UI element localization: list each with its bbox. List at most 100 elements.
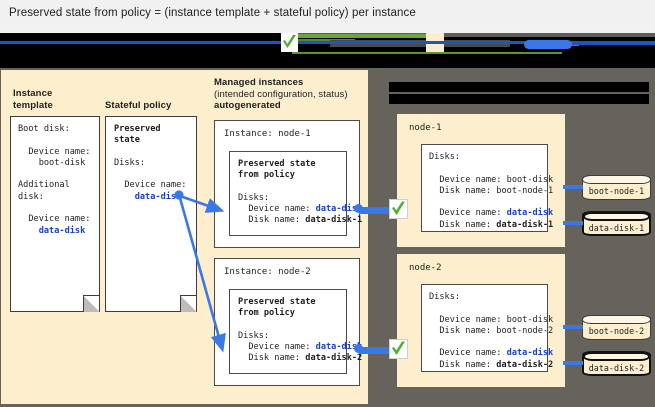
- connector-dot-node-2: [354, 344, 363, 353]
- sp-title2: state: [114, 135, 140, 146]
- n1-bkl: Disk name:: [439, 185, 492, 196]
- disk-label: boot-node-2: [588, 326, 645, 336]
- i2-dkv: data-disk-2: [305, 353, 363, 364]
- note-fold-corner: [83, 295, 100, 312]
- it-l7: disk:: [18, 191, 44, 202]
- disk-volume-boot-node-2: boot-node-2: [582, 315, 651, 340]
- node-disks-body-node-1: Disks: Device name: boot-disk Disk name:…: [429, 152, 553, 231]
- i1-dkv: data-disk-1: [305, 215, 363, 226]
- n2-bdl: Device name:: [439, 314, 502, 325]
- i2-t2: from policy: [238, 308, 295, 319]
- node-panel-node-2: node-2 Disks: Device name: boot-disk Dis…: [397, 254, 565, 387]
- n1-disks: Disks:: [429, 152, 461, 162]
- it-l6: Additional: [18, 180, 70, 191]
- instance-template-body: Boot disk: Device name: boot-disk Additi…: [18, 124, 90, 237]
- n2-ddv: data-disk: [506, 348, 554, 359]
- node-panel-node-1: node-1 Disks: Device name: boot-disk Dis…: [397, 114, 565, 247]
- policy-to-instance-arrows: [174, 190, 226, 353]
- banner-bottom-fill: [0, 54, 655, 68]
- preserved-state-card-node-1: Preserved state from policy Disks: Devic…: [229, 151, 362, 236]
- n1-bdv: boot-disk: [506, 174, 554, 185]
- banner-green-bar-3: [292, 52, 562, 54]
- banner-grey-bar-1: [287, 33, 655, 37]
- stateful-policy-body: Preserved state Disks: Device name: data…: [114, 124, 186, 203]
- mi-line2: (intended configuration, status): [214, 88, 348, 100]
- green-check-icon-node-2: [389, 339, 408, 359]
- sp-title1: Preserved: [114, 124, 161, 134]
- n1-bdl: Device name:: [439, 174, 502, 185]
- node-disks-body-node-2: Disks: Device name: boot-disk Disk name:…: [429, 292, 553, 371]
- n2-ddl: Device name:: [439, 348, 502, 359]
- banner-green-bar-1: [292, 34, 432, 38]
- instance-label-node-2: Instance: node-2: [224, 267, 311, 277]
- n2-dkl: Disk name:: [439, 359, 492, 370]
- banner-top-edge: [0, 31, 655, 33]
- connector-dot-node-1: [354, 204, 363, 213]
- column-heading-stateful-policy: Stateful policy: [105, 100, 172, 111]
- node-disks-card-node-2: Disks: Device name: boot-disk Disk name:…: [421, 284, 553, 372]
- connector-boot-node-2: [563, 325, 583, 329]
- collapsed-banner-strip: [0, 31, 655, 68]
- i2-devv: data-disk: [315, 342, 363, 353]
- mi-line3: autogenerated: [214, 100, 281, 111]
- sp-disks-label: Disks:: [114, 157, 146, 168]
- note-fold-corner: [180, 295, 197, 312]
- connector-line-node-2: [359, 347, 393, 354]
- n1-bkv: boot-node-1: [496, 185, 554, 196]
- disk-label: data-disk-2: [588, 363, 645, 373]
- page-title: Preserved state from policy = (instance …: [9, 7, 416, 19]
- node-name-node-1: node-1: [409, 123, 442, 133]
- note-stateful-policy: Preserved state Disks: Device name: data…: [105, 116, 197, 312]
- node-name-node-2: node-2: [409, 263, 442, 273]
- disk-volume-data-disk-2: data-disk-2: [582, 351, 651, 376]
- sp-device-value: data-disk: [134, 191, 182, 202]
- banner-blue-rule: [0, 41, 655, 44]
- connector-line-node-1: [359, 207, 393, 214]
- disk-volume-boot-node-1: boot-node-1: [582, 175, 651, 200]
- redaction-bar-1: [389, 82, 649, 92]
- banner-green-bar-2: [292, 39, 355, 42]
- title-bar: Preserved state from policy = (instance …: [0, 0, 655, 31]
- i1-devv: data-disk: [315, 204, 363, 215]
- disk-label: data-disk-1: [588, 223, 645, 233]
- i2-dkl-t: Disk name:: [248, 353, 301, 364]
- it-l9: Device name:: [18, 214, 91, 225]
- n2-bdv: boot-disk: [506, 314, 554, 325]
- i1-t2: from policy: [238, 170, 295, 181]
- banner-blue-blob: [524, 40, 572, 49]
- i2-devl-t: Device name:: [248, 342, 311, 353]
- it-l1: Boot disk:: [18, 124, 70, 134]
- preserved-state-body-node-2: Preserved state from policy Disks: Devic…: [238, 297, 362, 365]
- disk-top-ellipse: [582, 315, 651, 324]
- i1-devl-t: Device name:: [248, 204, 311, 215]
- connector-data-disk-1: [563, 221, 583, 225]
- diagram-stage: Instance template Stateful policy Manage…: [0, 68, 655, 407]
- n1-ddl: Device name:: [439, 208, 502, 219]
- i1-disks: Disks:: [238, 192, 270, 203]
- sp-device-label-txt: Device name:: [124, 180, 187, 191]
- i1-t1: Preserved state: [238, 159, 316, 169]
- disk-top-ellipse: [583, 352, 650, 361]
- preserved-state-card-node-2: Preserved state from policy Disks: Devic…: [229, 289, 362, 374]
- green-check-icon: [281, 33, 298, 52]
- banner-blue-rule-right: [572, 42, 655, 45]
- instance-label-node-1: Instance: node-1: [224, 129, 311, 139]
- connector-data-disk-2: [563, 361, 583, 365]
- disk-top-ellipse: [582, 175, 651, 184]
- note-instance-template: Boot disk: Device name: boot-disk Additi…: [10, 116, 100, 312]
- node-disks-card-node-1: Disks: Device name: boot-disk Disk name:…: [421, 144, 553, 232]
- preserved-state-body-node-1: Preserved state from policy Disks: Devic…: [238, 159, 362, 227]
- n2-bkv: boot-node-2: [496, 325, 554, 336]
- connector-boot-node-1: [563, 185, 583, 189]
- disk-volume-data-disk-1: data-disk-1: [582, 211, 651, 236]
- green-check-icon-node-1: [389, 199, 408, 219]
- instance-card-node-2: Instance: node-2 Preserved state from po…: [214, 258, 362, 386]
- redaction-bar-2: [389, 94, 649, 104]
- n2-disks: Disks:: [429, 292, 461, 302]
- n1-ddv: data-disk: [506, 208, 554, 219]
- i2-disks: Disks:: [238, 330, 270, 341]
- banner-blue-blob-tail: [553, 42, 579, 46]
- it-l3: Device name:: [18, 146, 91, 157]
- column-heading-instance-template: Instance template: [13, 88, 53, 111]
